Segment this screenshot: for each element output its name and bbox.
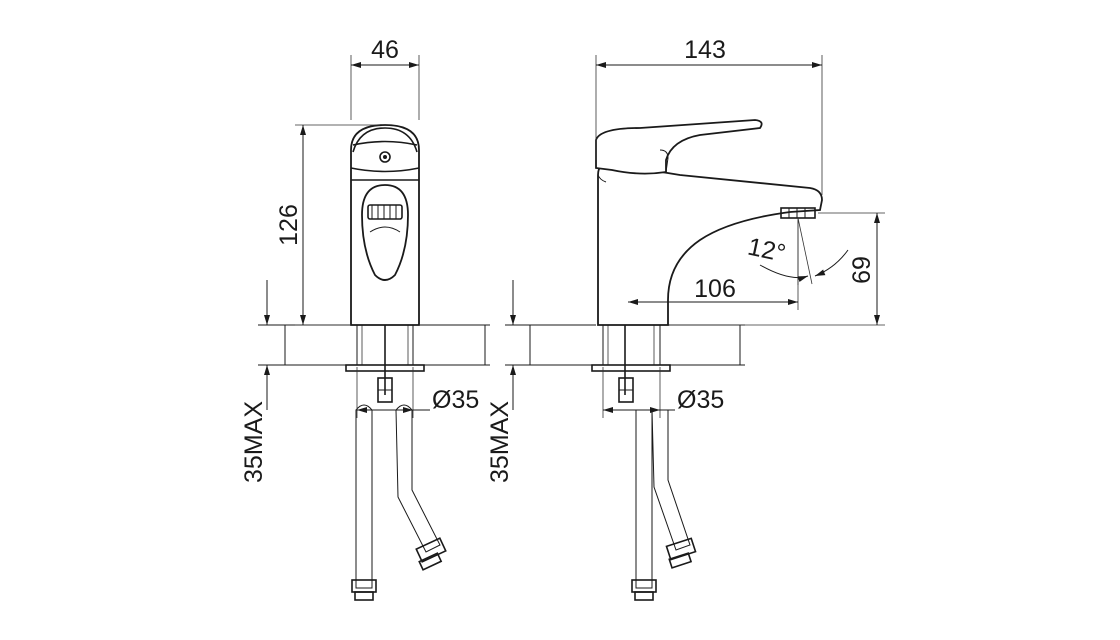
side-hole-label: Ø35 <box>677 386 724 414</box>
front-hole-label: Ø35 <box>432 386 479 414</box>
front-max-label: 35MAX <box>240 401 268 483</box>
front-dimension-width: 46 <box>350 36 420 120</box>
front-view: 46 126 Ø35 35MAX <box>240 36 490 601</box>
side-view: 143 106 69 12° Ø35 <box>486 36 885 601</box>
front-dimension-height: 126 <box>275 124 380 326</box>
side-mounting <box>591 325 697 601</box>
side-dimension-angle: 12° <box>745 217 849 285</box>
side-reach-label: 106 <box>694 275 736 303</box>
front-mounting <box>345 325 447 601</box>
side-length-label: 143 <box>684 36 726 64</box>
side-dimension-hole: Ø35 <box>602 367 724 418</box>
side-angle-label: 12° <box>745 233 788 268</box>
front-countertop <box>258 324 490 366</box>
front-height-label: 126 <box>275 204 303 246</box>
side-faucet-body <box>595 119 823 326</box>
front-faucet-body <box>350 124 420 326</box>
front-width-label: 46 <box>371 36 399 64</box>
side-dimension-reach: 106 <box>628 220 799 310</box>
side-max-label: 35MAX <box>486 401 514 483</box>
side-spout-height-label: 69 <box>848 256 876 284</box>
front-dimension-hole: Ø35 <box>356 367 479 418</box>
side-dimension-max: 35MAX <box>486 280 516 483</box>
side-dimension-length: 143 <box>595 36 823 195</box>
side-dimension-spout-height: 69 <box>670 212 885 326</box>
front-dimension-max: 35MAX <box>240 280 270 483</box>
